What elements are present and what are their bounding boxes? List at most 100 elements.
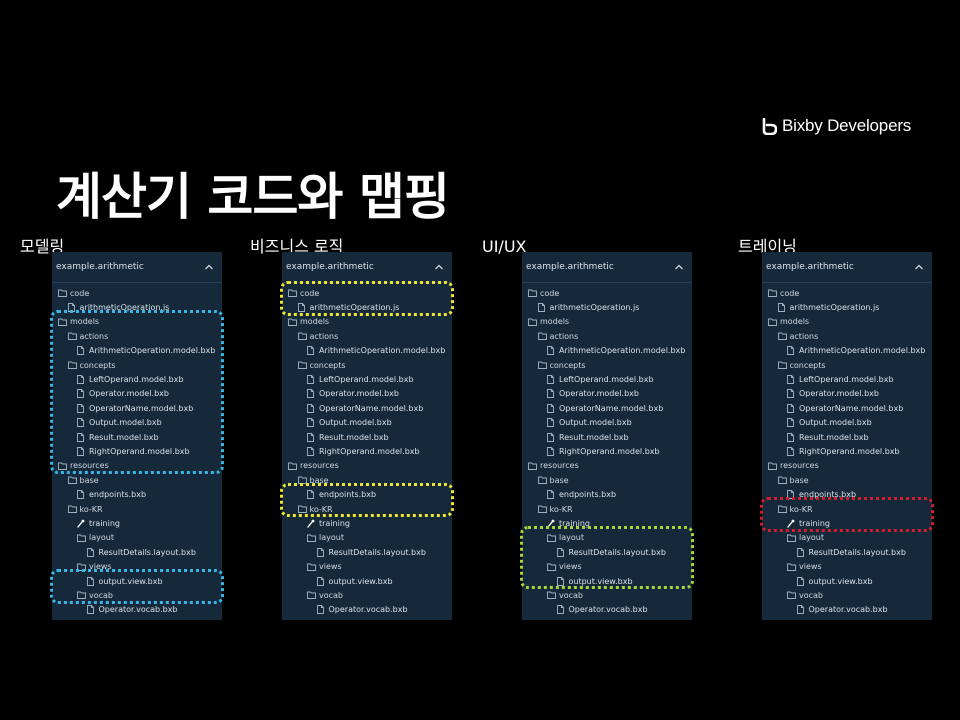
panel-header[interactable]: example.arithmetic (762, 252, 932, 283)
tree-folder[interactable]: concepts (282, 358, 452, 372)
tree-file[interactable]: training (282, 516, 452, 530)
tree-file[interactable]: LeftOperand.model.bxb (522, 372, 692, 386)
tree-folder[interactable]: vocab (522, 588, 692, 602)
tree-folder[interactable]: ko-KR (52, 502, 222, 516)
tree-file[interactable]: ArithmeticOperation.model.bxb (762, 344, 932, 358)
tree-folder[interactable]: views (762, 559, 932, 573)
tree-file[interactable]: LeftOperand.model.bxb (282, 372, 452, 386)
tree-folder[interactable]: models (522, 315, 692, 329)
tree-folder[interactable]: vocab (762, 588, 932, 602)
tree-file[interactable]: Result.model.bxb (522, 430, 692, 444)
tree-file[interactable]: endpoints.bxb (522, 487, 692, 501)
tree-file[interactable]: Operator.vocab.bxb (762, 603, 932, 617)
tree-file[interactable]: Operator.vocab.bxb (522, 603, 692, 617)
tree-folder[interactable]: resources (52, 459, 222, 473)
tree-file[interactable]: ResultDetails.layout.bxb (52, 545, 222, 559)
tree-file[interactable]: Operator.model.bxb (52, 387, 222, 401)
tree-file[interactable]: OperatorName.model.bxb (522, 401, 692, 415)
tree-file[interactable]: training (762, 516, 932, 530)
tree-file[interactable]: output.view.bxb (762, 574, 932, 588)
tree-folder[interactable]: code (282, 286, 452, 300)
tree-file[interactable]: Output.model.bxb (522, 416, 692, 430)
chevron-up-icon[interactable] (434, 263, 444, 271)
tree-folder[interactable]: base (282, 473, 452, 487)
tree-file[interactable]: arithmeticOperation.js (522, 300, 692, 314)
tree-file[interactable]: training (52, 516, 222, 530)
panel-header[interactable]: example.arithmetic (282, 252, 452, 283)
chevron-up-icon[interactable] (674, 263, 684, 271)
tree-file[interactable]: endpoints.bxb (282, 487, 452, 501)
tree-folder[interactable]: ko-KR (282, 502, 452, 516)
tree-folder[interactable]: layout (762, 531, 932, 545)
tree-file[interactable]: Operator.model.bxb (762, 387, 932, 401)
tree-file[interactable]: LeftOperand.model.bxb (52, 372, 222, 386)
tree-file[interactable]: Output.model.bxb (52, 416, 222, 430)
tree-folder[interactable]: code (522, 286, 692, 300)
tree-folder[interactable]: actions (522, 329, 692, 343)
tree-file[interactable]: ResultDetails.layout.bxb (762, 545, 932, 559)
tree-file[interactable]: output.view.bxb (52, 574, 222, 588)
tree-file[interactable]: OperatorName.model.bxb (282, 401, 452, 415)
tree-file[interactable]: endpoints.bxb (762, 487, 932, 501)
tree-folder[interactable]: vocab (282, 588, 452, 602)
tree-file[interactable]: ArithmeticOperation.model.bxb (52, 344, 222, 358)
tree-folder[interactable]: actions (762, 329, 932, 343)
tree-folder[interactable]: resources (522, 459, 692, 473)
tree-folder[interactable]: views (522, 559, 692, 573)
tree-file[interactable]: RightOperand.model.bxb (282, 444, 452, 458)
tree-folder[interactable]: base (52, 473, 222, 487)
tree-file[interactable]: ArithmeticOperation.model.bxb (522, 344, 692, 358)
tree-file[interactable]: training (522, 516, 692, 530)
tree-folder[interactable]: code (762, 286, 932, 300)
tree-folder[interactable]: concepts (522, 358, 692, 372)
tree-folder[interactable]: ko-KR (522, 502, 692, 516)
tree-file[interactable]: ResultDetails.layout.bxb (522, 545, 692, 559)
chevron-up-icon[interactable] (204, 263, 214, 271)
tree-folder[interactable]: actions (52, 329, 222, 343)
tree-folder[interactable]: actions (282, 329, 452, 343)
chevron-up-icon[interactable] (914, 263, 924, 271)
tree-file[interactable]: Operator.vocab.bxb (282, 603, 452, 617)
tree-folder[interactable]: views (52, 559, 222, 573)
tree-file[interactable]: Operator.vocab.bxb (52, 603, 222, 617)
tree-file[interactable]: Operator.model.bxb (282, 387, 452, 401)
tree-folder[interactable]: code (52, 286, 222, 300)
tree-file[interactable]: Result.model.bxb (282, 430, 452, 444)
tree-folder[interactable]: models (762, 315, 932, 329)
tree-folder[interactable]: models (282, 315, 452, 329)
tree-file[interactable]: Operator.model.bxb (522, 387, 692, 401)
tree-folder[interactable]: views (282, 559, 452, 573)
tree-folder[interactable]: models (52, 315, 222, 329)
tree-file[interactable]: LeftOperand.model.bxb (762, 372, 932, 386)
tree-file[interactable]: output.view.bxb (282, 574, 452, 588)
tree-folder[interactable]: base (762, 473, 932, 487)
tree-file[interactable]: Output.model.bxb (282, 416, 452, 430)
tree-file[interactable]: Result.model.bxb (52, 430, 222, 444)
tree-file[interactable]: OperatorName.model.bxb (762, 401, 932, 415)
tree-file[interactable]: OperatorName.model.bxb (52, 401, 222, 415)
tree-file[interactable]: endpoints.bxb (52, 487, 222, 501)
tree-file[interactable]: RightOperand.model.bxb (52, 444, 222, 458)
panel-header[interactable]: example.arithmetic (52, 252, 222, 283)
tree-file[interactable]: ResultDetails.layout.bxb (282, 545, 452, 559)
tree-folder[interactable]: vocab (52, 588, 222, 602)
tree-file[interactable]: Output.model.bxb (762, 416, 932, 430)
tree-folder[interactable]: resources (762, 459, 932, 473)
tree-file[interactable]: arithmeticOperation.js (52, 300, 222, 314)
tree-file[interactable]: Result.model.bxb (762, 430, 932, 444)
tree-folder[interactable]: layout (52, 531, 222, 545)
tree-folder[interactable]: layout (522, 531, 692, 545)
tree-file[interactable]: RightOperand.model.bxb (522, 444, 692, 458)
panel-header[interactable]: example.arithmetic (522, 252, 692, 283)
tree-file[interactable]: output.view.bxb (522, 574, 692, 588)
tree-file[interactable]: arithmeticOperation.js (282, 300, 452, 314)
tree-file[interactable]: arithmeticOperation.js (762, 300, 932, 314)
tree-folder[interactable]: ko-KR (762, 502, 932, 516)
tree-file[interactable]: RightOperand.model.bxb (762, 444, 932, 458)
tree-folder[interactable]: concepts (762, 358, 932, 372)
tree-folder[interactable]: resources (282, 459, 452, 473)
tree-folder[interactable]: concepts (52, 358, 222, 372)
tree-file[interactable]: ArithmeticOperation.model.bxb (282, 344, 452, 358)
tree-folder[interactable]: layout (282, 531, 452, 545)
tree-folder[interactable]: base (522, 473, 692, 487)
